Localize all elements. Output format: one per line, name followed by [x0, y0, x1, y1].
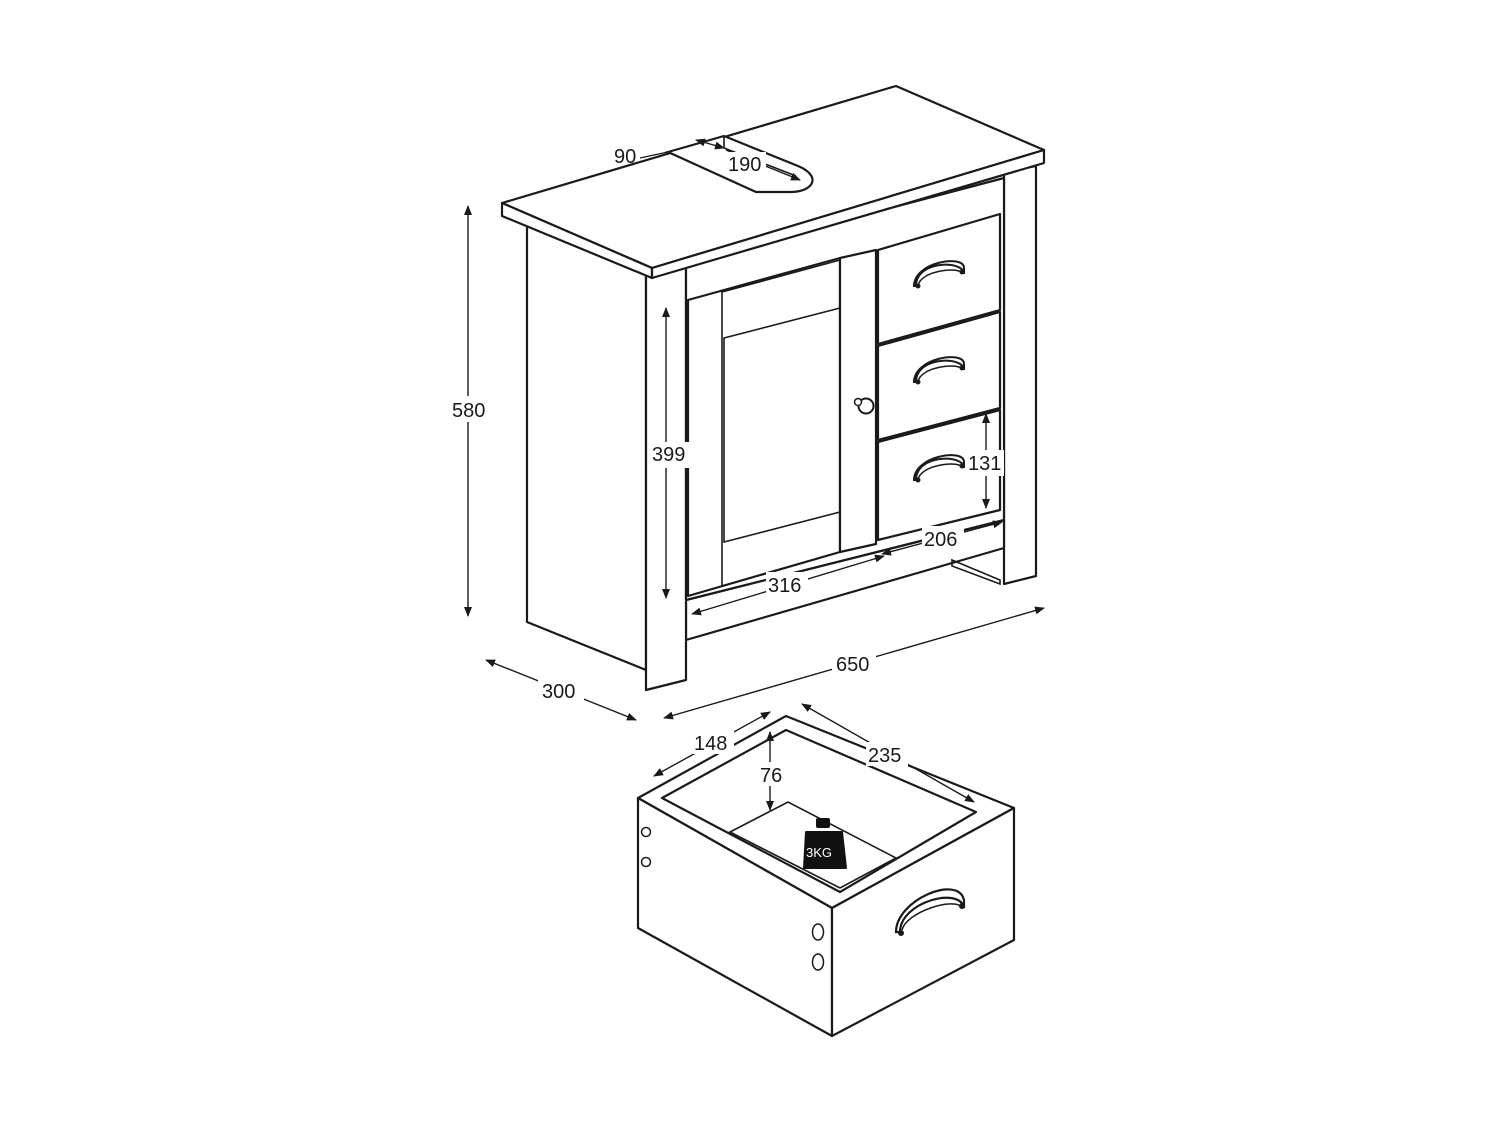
drawer-handle-top-icon[interactable] [912, 260, 965, 289]
weight-icon [803, 818, 847, 869]
drawer-bottom-panel [728, 801, 898, 889]
drawer-hole-icon [640, 826, 652, 838]
drawer-top[interactable] [876, 212, 1002, 346]
dim-drawer-front-width: 206 [924, 529, 957, 551]
dim-cutout-width: 190 [728, 154, 761, 176]
cabinet-rear-leg [1002, 164, 1038, 586]
cabinet [500, 84, 1046, 692]
dim-cutout-depth: 90 [614, 146, 636, 168]
drawer-front-handle-icon[interactable] [894, 888, 966, 936]
labels: 580 300 650 90 190 399 316 206 131 148 2… [446, 146, 1004, 860]
pulled-out-drawer [636, 714, 1016, 1038]
dim-width: 650 [836, 654, 869, 676]
dim-drawer-inner-depth: 148 [694, 733, 727, 755]
drawer-hole-icon [640, 856, 652, 868]
dim-drawer-front-height: 131 [968, 453, 1001, 475]
cabinet-inner-floor-line [951, 558, 1001, 586]
drawer-front-panel [830, 806, 1016, 1038]
cabinet-side-panel [525, 224, 648, 672]
weight-label: 3KG [806, 845, 832, 860]
dim-door-height: 399 [652, 444, 685, 466]
drawer-handle-bottom-icon[interactable] [912, 454, 965, 483]
drawer-hole-icon [811, 923, 825, 941]
dim-door-width: 316 [768, 575, 801, 597]
cabinet-door [686, 256, 842, 598]
cabinet-top-front-edge [650, 148, 1046, 280]
dim-drawer-inner-length: 235 [868, 745, 901, 767]
dim-drawer-inner-height: 76 [760, 765, 782, 787]
door-knob-base-icon [853, 397, 863, 407]
drawer-bottom[interactable] [876, 408, 1002, 542]
dim-depth: 300 [542, 681, 575, 703]
drawer-handle-middle-icon[interactable] [912, 356, 965, 385]
drawer-hole-icon [811, 953, 825, 971]
dim-height-total: 580 [452, 400, 485, 422]
drawer-middle[interactable] [876, 310, 1002, 442]
